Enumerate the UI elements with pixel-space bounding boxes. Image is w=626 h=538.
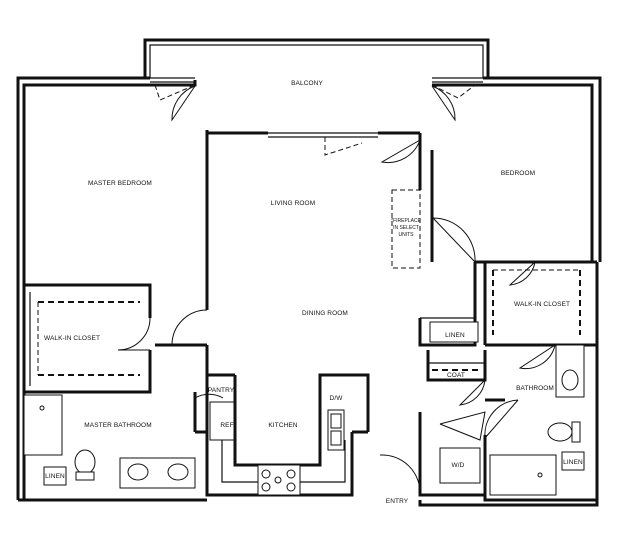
dining-room-label: DINING ROOM	[302, 310, 348, 317]
fixtures	[23, 321, 585, 496]
kitchen-label: KITCHEN	[268, 422, 297, 429]
bedroom-label: BEDROOM	[501, 170, 535, 177]
refrigerator	[209, 401, 235, 441]
ref-label: REF	[220, 422, 233, 429]
bathroom-label: BATHROOM	[516, 385, 554, 392]
wd-label: W/D	[452, 462, 465, 469]
exterior-walls	[16, 76, 602, 507]
linen-top-label: LINEN	[445, 332, 465, 339]
walk-in-closet-left-label: WALK-IN CLOSET	[44, 335, 100, 342]
master-bathroom-label: MASTER BATHROOM	[84, 422, 151, 429]
interior-walls	[22, 80, 597, 505]
dw-label: D/W	[330, 395, 344, 402]
linen-left-label: LINEN	[45, 473, 65, 480]
balcony-label: BALCONY	[291, 80, 323, 87]
doors	[117, 85, 556, 496]
living-room-label: LIVING ROOM	[271, 200, 315, 207]
dashed-elements	[37, 84, 581, 376]
linen-right-label: LINEN	[563, 459, 583, 466]
fireplace-note-line2: IN SELECT	[393, 225, 419, 231]
entry-label: ENTRY	[386, 498, 409, 505]
toilet-right	[547, 422, 573, 442]
fireplace-note-line3: UNITS	[399, 232, 415, 238]
pantry-label: PANTRY	[208, 387, 235, 394]
walk-in-closet-right-label: WALK-IN CLOSET	[514, 301, 570, 308]
washer-dryer	[439, 447, 481, 484]
toilet	[74, 449, 96, 475]
coat-label: COAT	[447, 372, 465, 379]
fireplace-note-line1: *FIREPLACE	[391, 218, 421, 224]
bathtub	[23, 394, 63, 456]
balcony	[143, 38, 490, 78]
master-bedroom-label: MASTER BEDROOM	[88, 180, 152, 187]
bathtub-right	[489, 454, 557, 496]
